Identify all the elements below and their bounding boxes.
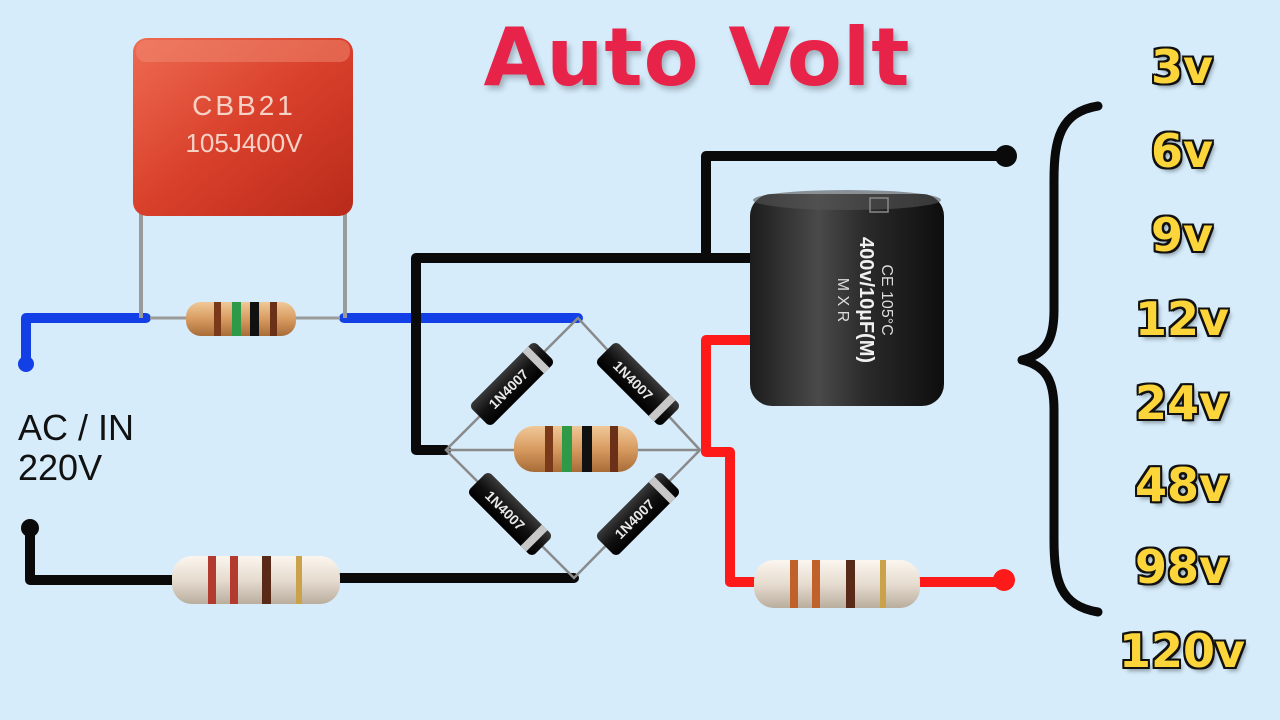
output-voltage-98v: 98v	[1135, 540, 1229, 594]
ac-input-label: AC / IN 220V	[18, 408, 134, 488]
ac-input-label-line1: AC / IN	[18, 407, 135, 448]
ac-input-label-line2: 220V	[18, 447, 103, 488]
negative-wire	[411, 253, 757, 455]
output-voltage-48v: 48v	[1135, 458, 1229, 512]
output-voltage-12v: 12v	[1135, 292, 1229, 346]
electrolytic-capacitor-label-3: M X R	[834, 278, 851, 322]
ac-input-wire-black	[25, 523, 177, 585]
film-capacitor-label-2: 105J400V	[185, 128, 303, 158]
output-voltage-24v: 24v	[1135, 376, 1229, 430]
diode-top-left: 1N4007	[470, 342, 554, 426]
diode-top-right: 1N4007	[596, 342, 680, 426]
ac-input-wire-blue	[21, 313, 151, 367]
output-voltage-6v: 6v	[1151, 124, 1213, 178]
ac-input-terminal-top	[18, 356, 34, 372]
output-voltage-9v: 9v	[1151, 208, 1213, 262]
electrolytic-capacitor-label-1: CE 105°C	[878, 264, 895, 335]
positive-output-terminal[interactable]	[993, 569, 1015, 591]
diode-bottom-right: 1N4007	[596, 472, 680, 556]
bridge-center-resistor	[514, 426, 638, 472]
electrolytic-capacitor-label-2: 400v/10µF(M)	[855, 237, 877, 363]
negative-output-terminal[interactable]	[995, 145, 1017, 167]
page-title: Auto Volt	[483, 11, 911, 104]
film-capacitor-label-1: CBB21	[192, 90, 296, 121]
electrolytic-capacitor: CE 105°C 400v/10µF(M) M X R	[750, 190, 944, 406]
film-capacitor: CBB21 105J400V	[133, 38, 353, 318]
output-brace	[1017, 101, 1103, 617]
output-resistor	[754, 560, 920, 608]
diode-bottom-left: 1N4007	[468, 472, 552, 556]
bleeder-resistor	[150, 302, 340, 336]
output-voltage-3v: 3v	[1151, 40, 1213, 94]
output-voltage-120v: 120v	[1118, 624, 1245, 678]
negative-output-wire	[701, 151, 1009, 263]
input-resistor	[172, 556, 340, 604]
positive-wire	[701, 335, 765, 587]
